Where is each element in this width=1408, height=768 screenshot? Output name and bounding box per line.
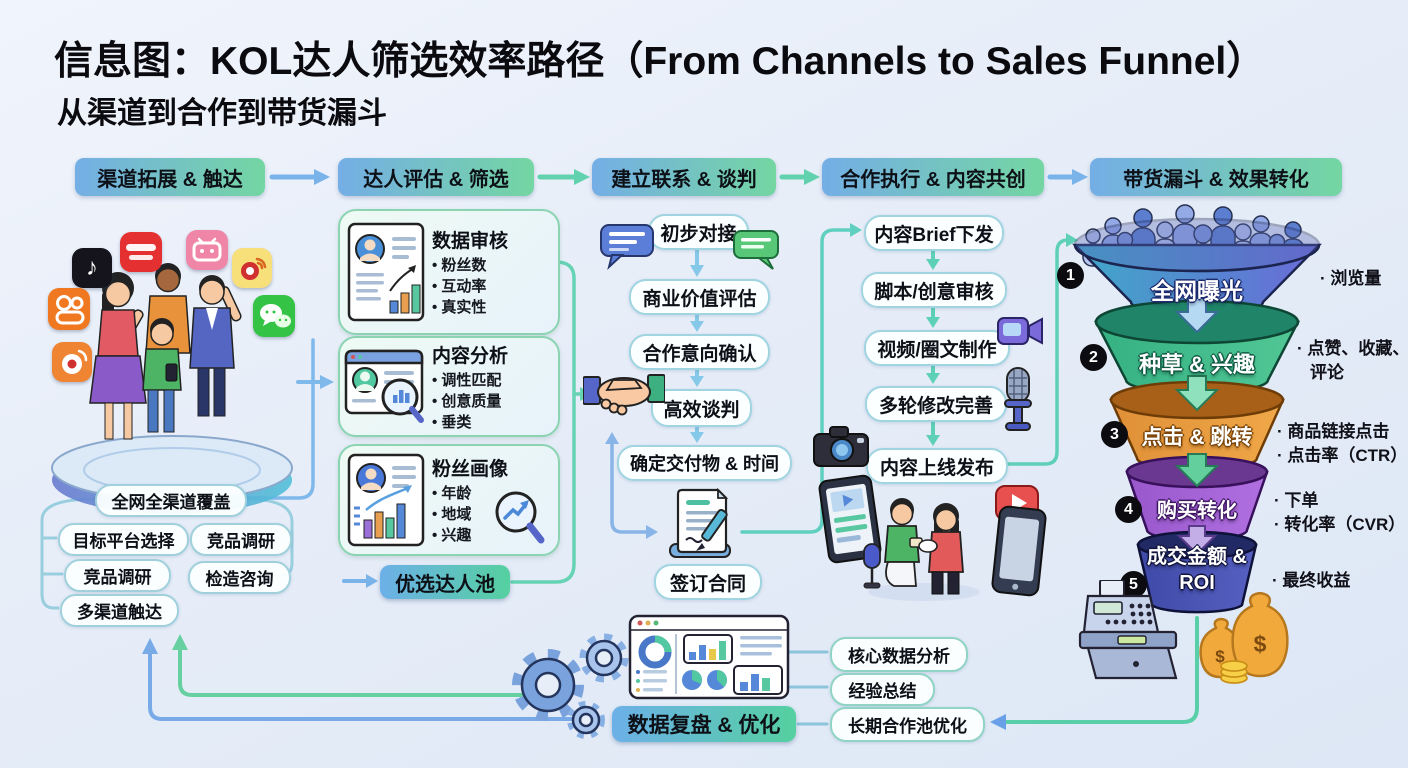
sales-funnel-illustration	[1072, 204, 1322, 614]
review-pill-data-optimization: 数据复盘 & 优化	[612, 706, 796, 742]
page-title: 信息图：KOL达人筛选效率路径（From Channels to Sales F…	[54, 40, 1266, 83]
card-bullet: 真实性	[432, 297, 554, 318]
money-bags-icon: $$	[1199, 592, 1289, 684]
card-bullet: 垂类	[432, 412, 554, 433]
page-subtitle: 从渠道到合作到带货漏斗	[57, 97, 387, 130]
camera-icon	[813, 426, 869, 467]
stage-header-channels: 渠道拓展 & 触达	[75, 158, 265, 196]
funnel-note: · 浏览量	[1320, 267, 1381, 291]
douyin-icon: ♪	[72, 248, 112, 288]
stage-header-contact: 建立联系 & 谈判	[592, 158, 776, 196]
step-revisions: 多轮修改完善	[865, 386, 1007, 422]
chat-bubble-green-icon	[733, 230, 779, 270]
funnel-tier-label: 种草 & 兴趣	[1138, 352, 1256, 377]
weibo-icon	[232, 248, 272, 288]
content-creators-illustration	[863, 498, 980, 601]
funnel-note: · 下单 · 转化率（CVR）	[1274, 489, 1405, 537]
pill-longterm-pool: 长期合作池优化	[830, 707, 985, 742]
pill-consulting: 检造咨询	[188, 561, 291, 594]
card-bullet: 年龄	[432, 483, 554, 504]
pill-competitor-research-2: 竞品调研	[64, 559, 171, 592]
gears-icon	[512, 633, 629, 739]
trend-magnifier-icon	[495, 491, 545, 544]
step-script-review: 脚本/创意审核	[861, 272, 1007, 308]
note-line: · 商品链接点击	[1277, 422, 1390, 441]
step-commercial-value: 商业价值评估	[629, 279, 770, 315]
note-line: · 转化率（CVR）	[1274, 515, 1406, 534]
cash-register-icon	[1078, 580, 1178, 680]
sina-weibo-icon	[52, 342, 92, 382]
step-publish: 内容上线发布	[866, 448, 1008, 484]
chat-bubble-blue-icon	[600, 224, 654, 271]
step-video-production: 视频/圈文制作	[864, 330, 1010, 366]
note-line: · 浏览量	[1320, 269, 1382, 288]
pill-target-platform: 目标平台选择	[58, 523, 189, 556]
tablet-icon	[818, 474, 882, 564]
card-bullet: 兴趣	[432, 525, 554, 546]
note-line: · 点赞、收藏、	[1297, 339, 1408, 358]
stage-header-funnel: 带货漏斗 & 效果转化	[1090, 158, 1342, 196]
step-sign-contract: 签订合同	[654, 564, 762, 600]
card-bullet: 调性匹配	[432, 370, 554, 391]
stage-header-execution: 合作执行 & 内容共创	[822, 158, 1044, 196]
pill-core-data-analysis: 核心数据分析	[830, 637, 968, 672]
pill-multichannel-reach: 多渠道触达	[60, 594, 179, 627]
svg-text:$: $	[1215, 647, 1225, 666]
pill-experience-summary: 经验总结	[830, 673, 935, 706]
step-brief: 内容Brief下发	[864, 215, 1004, 251]
note-line: · 下单	[1274, 491, 1319, 510]
pill-full-channel-coverage: 全网全渠道覆盖	[95, 484, 247, 517]
video-camera-icon	[997, 317, 1043, 345]
kuaishou-icon	[48, 288, 90, 330]
card-bullet: 地域	[432, 504, 554, 525]
note-line: 评论	[1310, 363, 1344, 382]
note-line: · 点击率（CTR）	[1277, 446, 1408, 465]
card-data-review: 数据审核 粉丝数 互动率 真实性	[338, 209, 560, 335]
card-bullet: 互动率	[432, 276, 554, 297]
funnel-note: · 点赞、收藏、评论	[1297, 337, 1408, 385]
result-pill-talent-pool: 优选达人池	[380, 565, 510, 599]
contract-icon	[669, 488, 731, 558]
microphone-icon	[1004, 367, 1032, 431]
funnel-step-number: 4	[1115, 496, 1142, 523]
funnel-tier-label: 点击 & 跳转	[1141, 426, 1253, 449]
funnel-note: · 最终收益	[1272, 569, 1350, 593]
step-intent-confirm: 合作意向确认	[629, 334, 770, 370]
card-bullet: 创意质量	[432, 391, 554, 412]
pill-competitor-research-1: 竞品调研	[190, 523, 292, 556]
note-line: · 最终收益	[1272, 571, 1351, 590]
card-bullet: 粉丝数	[432, 255, 554, 276]
funnel-tier-label: 购买转化	[1157, 500, 1237, 522]
analytics-dashboard-icon	[628, 614, 790, 700]
stage-header-evaluation: 达人评估 & 筛选	[338, 158, 534, 196]
card-title: 内容分析	[432, 345, 509, 367]
step-negotiation: 高效谈判	[651, 389, 752, 427]
profile-chart-illustration	[340, 221, 432, 323]
card-content-analysis: 内容分析 调性匹配 创意质量 垂类	[338, 336, 560, 437]
smartphone-icon	[991, 505, 1047, 597]
xiaohongshu-icon	[120, 232, 162, 272]
funnel-step-number: 1	[1057, 262, 1084, 289]
svg-text:$: $	[1254, 631, 1267, 657]
card-title: 数据审核	[432, 231, 509, 252]
handshake-icon	[583, 374, 665, 416]
funnel-step-number: 2	[1080, 344, 1107, 371]
funnel-tier-label: 全网曝光	[1151, 278, 1243, 304]
funnel-tier-label: 成交金额 & ROI	[1147, 546, 1247, 594]
funnel-note: · 商品链接点击 · 点击率（CTR）	[1277, 420, 1407, 468]
funnel-step-number: 3	[1101, 421, 1128, 448]
step-deliverables-time: 确定交付物 & 时间	[617, 445, 792, 481]
card-title: 粉丝画像	[432, 459, 509, 480]
step-initial-contact: 初步对接	[648, 214, 749, 250]
audience-chart-illustration	[340, 452, 432, 548]
browser-magnifier-illustration	[340, 347, 432, 427]
bilibili-icon	[186, 230, 228, 270]
wechat-icon	[253, 295, 295, 337]
